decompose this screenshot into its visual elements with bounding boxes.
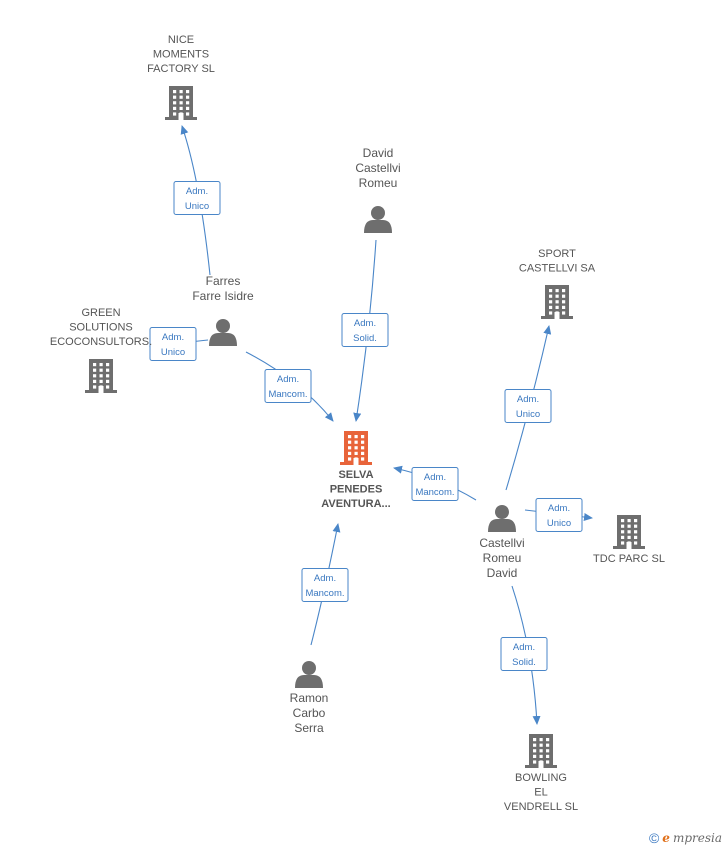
edges-layer: Adm.UnicoAdm.UnicoAdm.Mancom.Adm.Solid.A… <box>149 125 593 725</box>
node-label-line: SELVA <box>338 469 373 481</box>
edge-role-badge[interactable]: Adm. Solid. <box>500 637 548 671</box>
node-label-line: MOMENTS <box>153 49 209 61</box>
edge-castellvi_romeu_david-to-bowling: Adm. Solid. <box>500 585 548 725</box>
node-label-line: NICE <box>168 34 194 46</box>
node-label-line: ECOCONSULTORS. <box>50 336 152 348</box>
edge-role-text: Adm. <box>513 642 535 653</box>
edge-role-text: Adm. <box>517 394 539 405</box>
edge-role-badge[interactable]: Adm. Solid. <box>341 313 389 347</box>
edge-role-text: Mancom. <box>268 389 307 400</box>
person-icon <box>295 661 323 688</box>
edge-role-text: Adm. <box>186 186 208 197</box>
node-label-line: EL <box>534 787 547 799</box>
edge-role-text: Unico <box>185 201 209 212</box>
edge-role-badge[interactable]: Adm. Unico <box>535 498 583 532</box>
node-label-line: Carbo <box>293 706 326 720</box>
node-label-line: GREEN <box>81 307 120 319</box>
node-selva-penedes[interactable]: SELVA PENEDES AVENTURA... <box>321 431 391 510</box>
node-tdc-parc[interactable]: TDC PARC SL <box>593 515 665 565</box>
node-label-line: David <box>363 146 394 160</box>
edge-castellvi_romeu_david-to-selva_penedes: Adm. Mancom. <box>393 465 477 501</box>
node-label-line: Romeu <box>483 551 522 565</box>
edge-role-text: Unico <box>516 409 540 420</box>
node-label-line: Ramon <box>290 691 329 705</box>
nodes-layer: NICE MOMENTS FACTORY SL GREEN SOLUTIONS ECOCO… <box>50 34 665 813</box>
node-sport-castellvi[interactable]: SPORT CASTELLVI SA <box>519 248 596 319</box>
node-label-line: Farre Isidre <box>192 289 254 303</box>
edge-role-badge[interactable]: Adm. Unico <box>173 181 221 215</box>
building-icon <box>525 734 557 768</box>
node-label-line: Romeu <box>359 176 398 190</box>
edge-farres-to-selva_penedes: Adm. Mancom. <box>245 351 334 422</box>
person-icon <box>209 319 237 346</box>
edge-role-text: Mancom. <box>305 588 344 599</box>
building-icon <box>613 515 645 549</box>
edge-castellvi_romeu_david-to-tdc_parc: Adm. Unico <box>524 498 593 532</box>
edge-farres-to-nice_moments: Adm. Unico <box>173 125 221 276</box>
edge-role-text: Adm. <box>314 573 336 584</box>
node-bowling[interactable]: BOWLING EL VENDRELL SL <box>504 734 578 813</box>
edge-role-text: Mancom. <box>415 487 454 498</box>
node-label-line: Serra <box>294 721 324 735</box>
brand-name: mpresia <box>672 831 722 845</box>
node-label-line: CASTELLVI SA <box>519 263 596 275</box>
node-label-line: David <box>487 566 518 580</box>
edge-david_castellvi-to-selva_penedes: Adm. Solid. <box>341 239 389 422</box>
brand-initial: e <box>662 831 670 845</box>
node-label-line: VENDRELL SL <box>504 801 578 813</box>
edge-role-badge[interactable]: Adm. Mancom. <box>264 369 312 403</box>
node-label-line: PENEDES <box>330 484 383 496</box>
edge-role-badge[interactable]: Adm. Mancom. <box>411 467 459 501</box>
node-label-line: Castellvi <box>479 536 524 550</box>
person-icon <box>488 505 516 532</box>
edge-role-text: Adm. <box>354 318 376 329</box>
edge-role-text: Adm. <box>548 503 570 514</box>
edge-castellvi_romeu_david-to-sport_castellvi: Adm. Unico <box>504 325 552 491</box>
edge-role-text: Unico <box>547 518 571 529</box>
building-icon <box>165 86 197 120</box>
node-label-line: TDC PARC SL <box>593 553 665 565</box>
edge-role-text: Unico <box>161 347 185 358</box>
node-label-line: AVENTURA... <box>321 498 390 510</box>
node-label-line: FACTORY SL <box>147 63 215 75</box>
node-green-solutions[interactable]: GREEN SOLUTIONS ECOCONSULTORS. <box>50 307 152 393</box>
node-label-line: SPORT <box>538 248 576 260</box>
edge-role-text: Adm. <box>277 374 299 385</box>
edge-role-text: Solid. <box>512 657 536 668</box>
copyright-symbol: © <box>648 830 660 846</box>
building-icon <box>340 431 372 465</box>
node-label-line: BOWLING <box>515 772 567 784</box>
edge-role-text: Adm. <box>424 472 446 483</box>
edge-farres-to-green_solutions: Adm. Unico <box>149 327 209 361</box>
node-nice-moments[interactable]: NICE MOMENTS FACTORY SL <box>147 34 215 120</box>
building-icon <box>541 285 573 319</box>
node-label-line: SOLUTIONS <box>69 322 133 334</box>
edge-role-text: Solid. <box>353 333 377 344</box>
person-icon <box>364 206 392 233</box>
building-icon <box>85 359 117 393</box>
edge-ramon_carbo-to-selva_penedes: Adm. Mancom. <box>301 523 349 646</box>
edge-role-badge[interactable]: Adm. Unico <box>149 327 197 361</box>
node-label-line: Farres <box>206 274 241 288</box>
edge-role-badge[interactable]: Adm. Mancom. <box>301 568 349 602</box>
edge-role-text: Adm. <box>162 332 184 343</box>
edge-role-badge[interactable]: Adm. Unico <box>504 389 552 423</box>
node-label-line: Castellvi <box>355 161 400 175</box>
